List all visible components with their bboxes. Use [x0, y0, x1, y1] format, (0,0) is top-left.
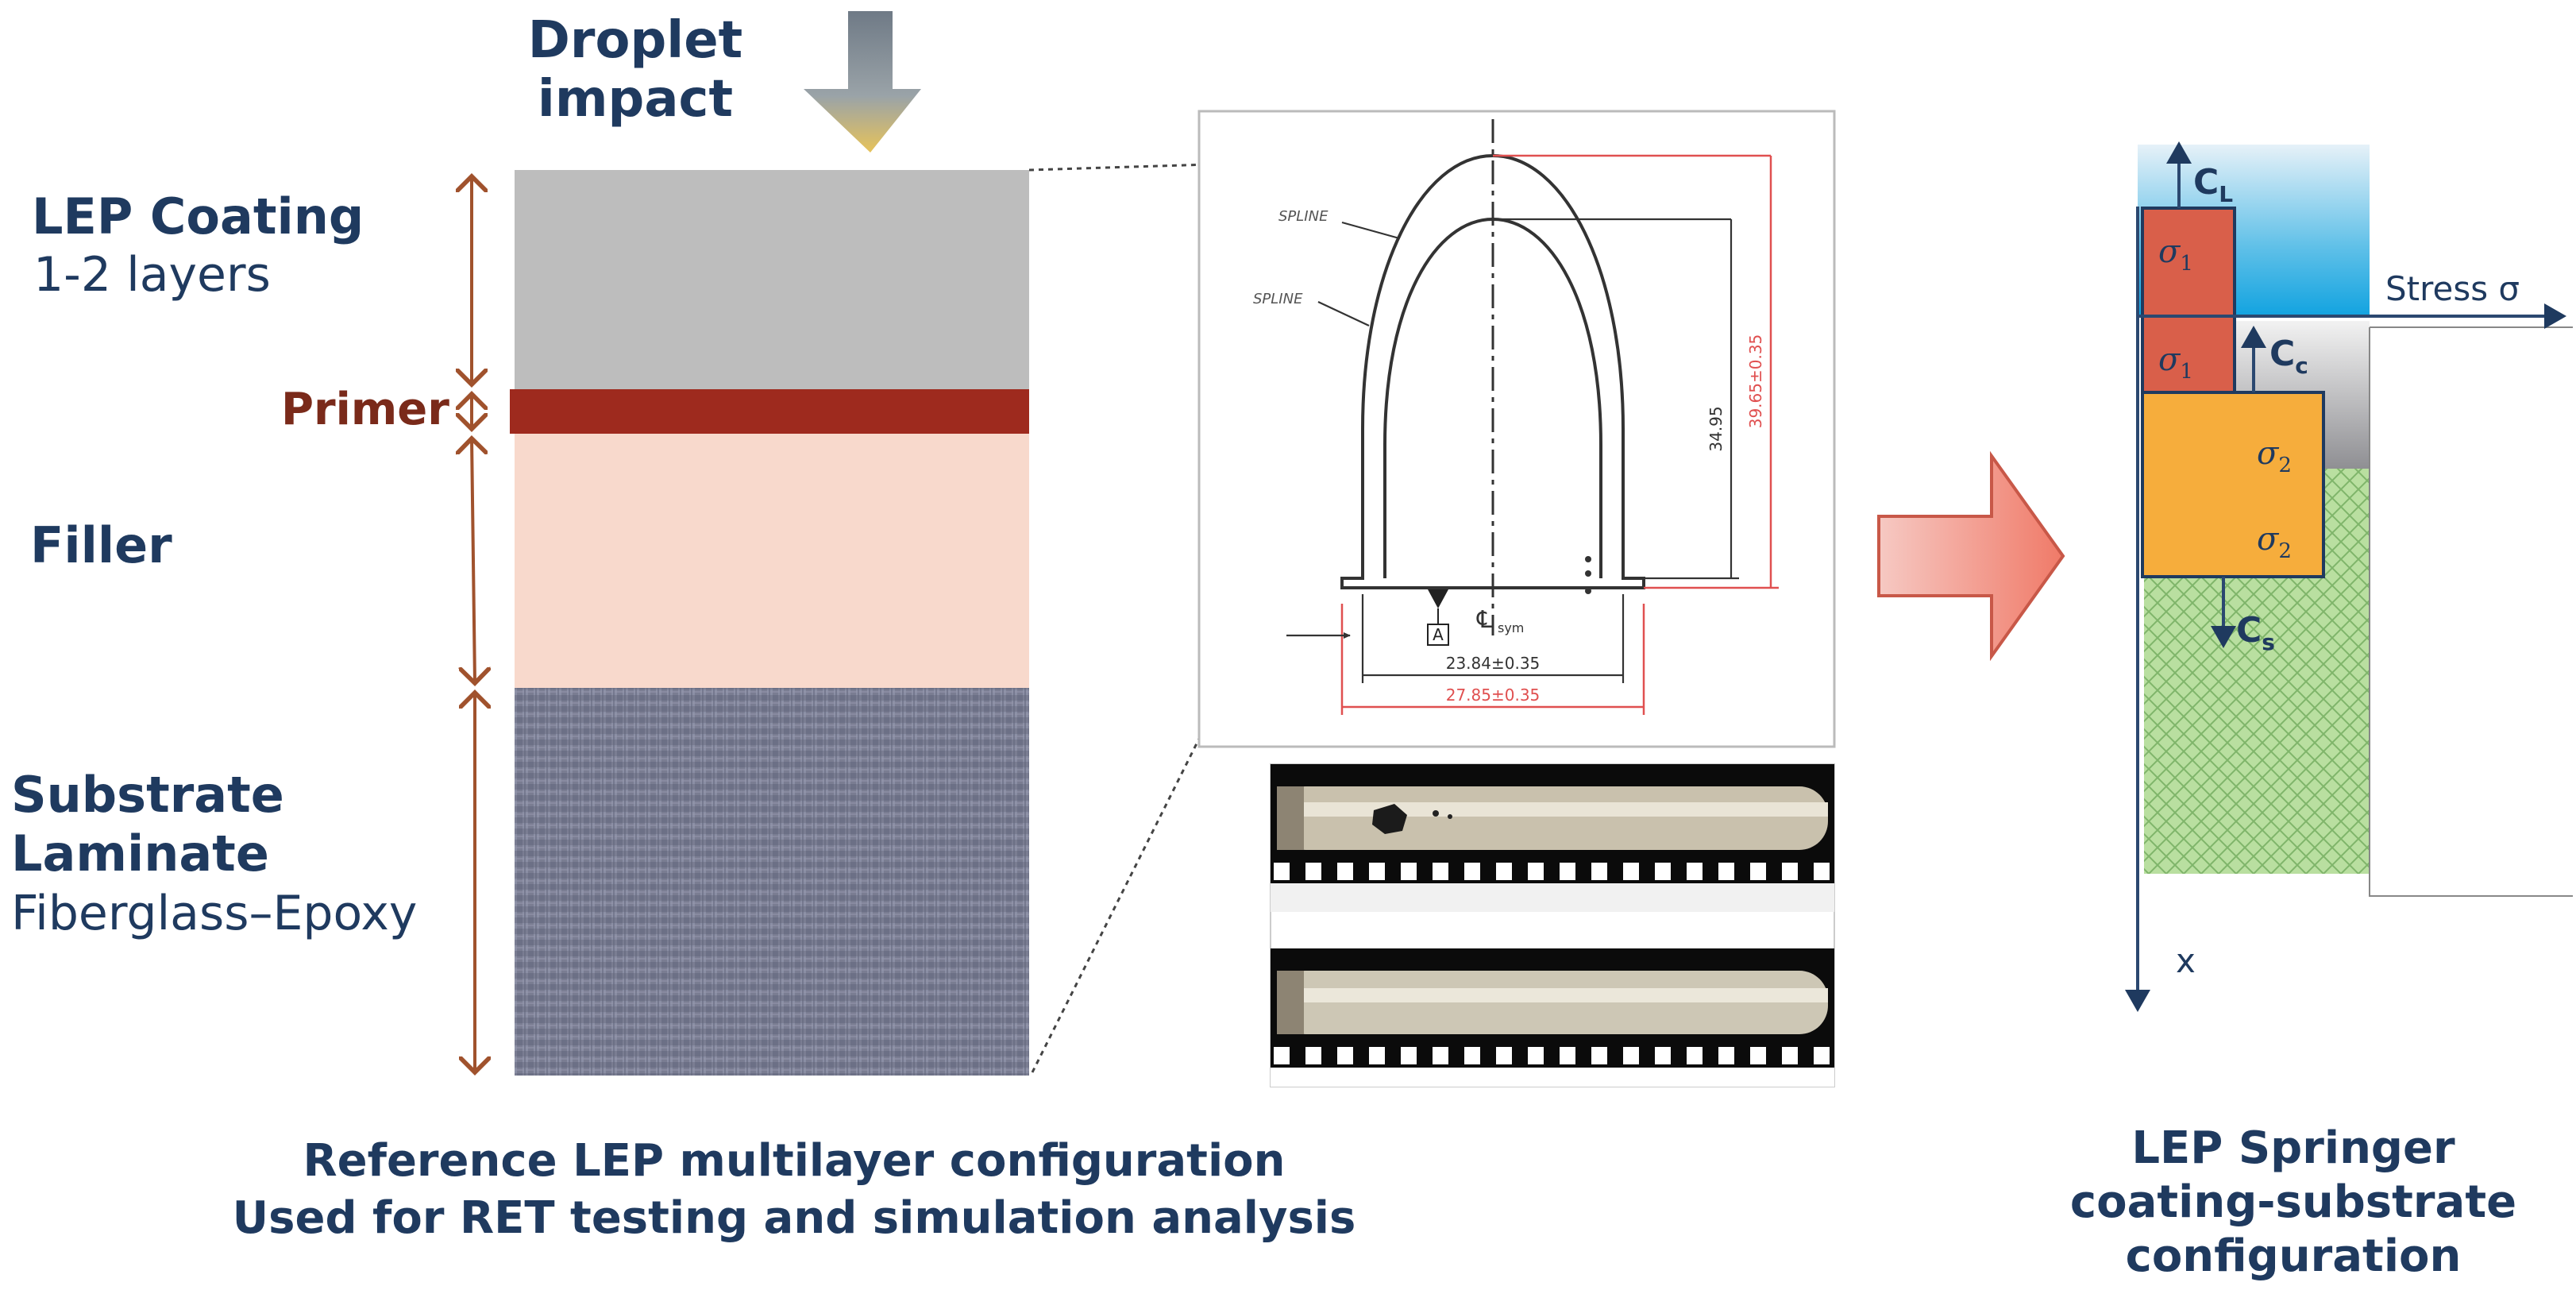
drawing-frame: [1197, 110, 1836, 748]
scale-tooth: [1750, 1047, 1766, 1064]
sigma1-top-label: σ1: [2158, 234, 2193, 276]
scale-tooth: [1687, 1047, 1703, 1064]
width-outer-dimension: 27.85±0.35: [1446, 686, 1541, 705]
scale-tooth: [1496, 863, 1512, 880]
scale-tooth: [1528, 1047, 1544, 1064]
droplet-impact-arrow: [804, 11, 921, 153]
scale-tooth: [1401, 863, 1417, 880]
sigma1-block: [2141, 207, 2236, 394]
scale-tooth: [1560, 1047, 1575, 1064]
scale-tooth: [1274, 863, 1290, 880]
scale-tooth: [1814, 863, 1830, 880]
scale-tooth: [1718, 863, 1734, 880]
scale-tooth: [1687, 863, 1703, 880]
right-caption-line3: configuration: [2126, 1230, 2462, 1282]
primer-layer: [510, 389, 1029, 434]
width-inner-dimension: 23.84±0.35: [1446, 654, 1541, 673]
primer-label: Primer: [281, 384, 449, 435]
scale-tooth: [1274, 1047, 1290, 1064]
right-caption-line2: coating-substrate: [2070, 1176, 2516, 1228]
datum-label: A: [1433, 625, 1444, 644]
lep-coating-sublabel: 1-2 layers: [33, 247, 271, 303]
layer-stack: [510, 170, 1029, 1076]
scale-tooth: [1718, 1047, 1734, 1064]
right-caption-line1: LEP Springer: [2131, 1122, 2455, 1174]
symmetry-subscript: sym: [1498, 620, 1524, 635]
scale-tooth: [1496, 1047, 1512, 1064]
scale-tooth: [1655, 863, 1671, 880]
thickness-arrows: [472, 176, 475, 1072]
scale-tooth: [1782, 1047, 1798, 1064]
scale-tooth: [1305, 863, 1321, 880]
scale-tooth: [1528, 863, 1544, 880]
cl-label: CL: [2193, 162, 2233, 207]
scale-tooth: [1750, 863, 1766, 880]
lep-coating-layer: [515, 170, 1029, 389]
scale-tooth: [1560, 863, 1575, 880]
spline-label-2: SPLINE: [1253, 291, 1303, 307]
droplet-impact-title-line2: impact: [538, 70, 733, 129]
stress-diagram: CL Cc Cs σ1 σ1 σ2 σ2 Stress σ x: [2125, 141, 2573, 1012]
scale-tooth: [1464, 1047, 1480, 1064]
scale-tooth: [1433, 863, 1448, 880]
spline-label-1: SPLINE: [1278, 208, 1328, 225]
substrate-layer: [515, 688, 1029, 1076]
scale-tooth: [1655, 1047, 1671, 1064]
scale-tooth: [1591, 1047, 1607, 1064]
substrate-outline: [2369, 326, 2573, 897]
scale-tooth: [1814, 1047, 1830, 1064]
scale-tooth: [1433, 1047, 1448, 1064]
substrate-label-line2: Laminate: [11, 825, 269, 883]
specimen-photo-2: [1271, 948, 1834, 1087]
left-caption-line1: Reference LEP multilayer configuration: [303, 1135, 1285, 1187]
outer-profile: [1340, 153, 1645, 589]
scale-tooth: [1369, 1047, 1385, 1064]
cc-label: Cc: [2269, 334, 2308, 379]
filler-label: Filler: [30, 516, 172, 574]
scale-tooth: [1369, 863, 1385, 880]
photo-scale-teeth: [1274, 863, 1830, 1064]
sigma2-bottom-label: σ2: [2257, 521, 2292, 563]
substrate-label-line1: Substrate: [11, 766, 284, 824]
scale-tooth: [1337, 1047, 1353, 1064]
technical-drawing: A SPLINE SPLINE 34.95 39.65±0.35 23.84±0…: [1197, 110, 1836, 748]
sigma2-block: [2141, 391, 2325, 578]
left-caption-line2: Used for RET testing and simulation anal…: [233, 1192, 1356, 1244]
scale-tooth: [1623, 863, 1639, 880]
height-inner-dimension: 34.95: [1706, 406, 1726, 451]
specimen-photo-1: [1271, 764, 1834, 912]
sigma1-bottom-label: σ1: [2158, 342, 2193, 384]
depth-axis-label: x: [2176, 941, 2196, 980]
lep-coating-label: LEP Coating: [32, 187, 364, 245]
cs-label: Cs: [2236, 610, 2275, 655]
symmetry-label: ℄: [1476, 606, 1492, 634]
droplet-impact-title-line1: Droplet: [528, 11, 742, 70]
datum-marker: [1428, 589, 1448, 608]
scale-tooth: [1591, 863, 1607, 880]
scale-tooth: [1464, 863, 1480, 880]
scale-tooth: [1337, 863, 1353, 880]
filler-layer: [515, 434, 1029, 688]
substrate-sublabel: Fiberglass–Epoxy: [11, 886, 417, 941]
stress-axis-label: Stress σ: [2385, 269, 2520, 308]
scale-tooth: [1401, 1047, 1417, 1064]
specimen-photos: [1270, 763, 1835, 1087]
height-outer-dimension: 39.65±0.35: [1746, 334, 1765, 429]
scale-tooth: [1782, 863, 1798, 880]
sigma2-top-label: σ2: [2257, 435, 2292, 477]
scale-tooth: [1305, 1047, 1321, 1064]
transition-arrow: [1877, 450, 2065, 662]
scale-tooth: [1623, 1047, 1639, 1064]
